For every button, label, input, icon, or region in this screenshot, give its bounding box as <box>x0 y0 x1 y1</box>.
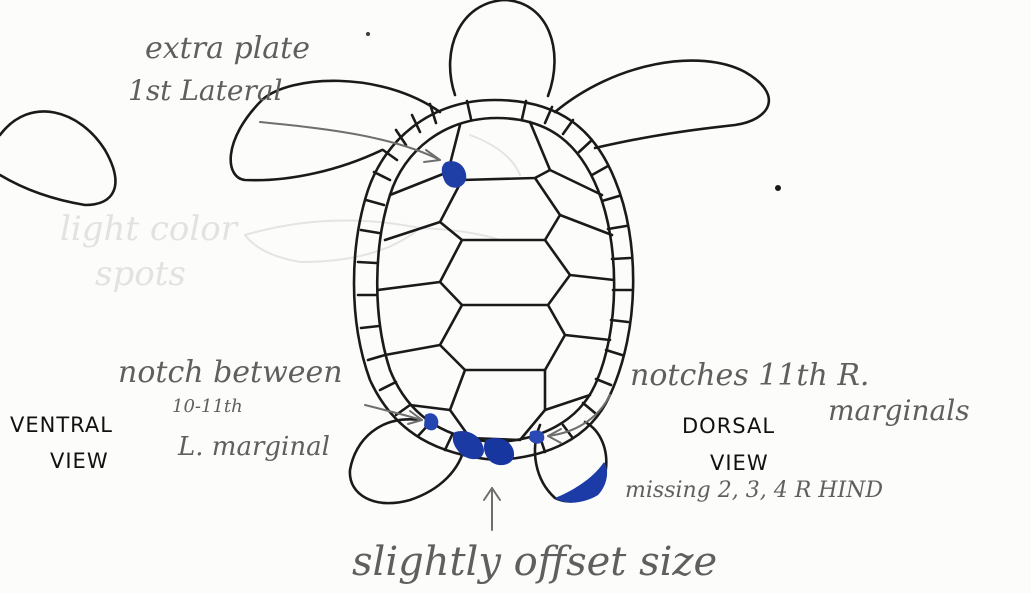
marginals-label: marginals <box>828 394 970 427</box>
dorsal-label: DORSAL <box>682 414 775 438</box>
notches-label: notches 11th R. <box>630 358 869 393</box>
extra-plate-mark <box>442 161 467 188</box>
ink-dot-small <box>366 32 370 36</box>
missing-label: missing 2, 3, 4 R HIND <box>625 478 883 503</box>
missing-hind-scutes-mark <box>555 462 607 503</box>
marginal-ring <box>377 118 614 442</box>
marginal-scutes <box>358 101 631 460</box>
turtle-head <box>450 0 554 96</box>
annotation-arrows <box>260 122 610 530</box>
dorsal-view-label: VIEW <box>710 451 769 475</box>
first-lateral-label: 1st Lateral <box>128 74 282 107</box>
notch-right-marginal-mark <box>529 430 544 443</box>
ventral-label: VENTRAL <box>10 413 113 437</box>
ventral-view-label: VIEW <box>50 449 109 473</box>
left-marginal-label: L. marginal <box>177 432 330 462</box>
notch-right-arrow <box>548 395 610 436</box>
offset-scute-mark-left <box>453 431 484 459</box>
left-partial-flipper <box>0 111 115 205</box>
left-lateral-scutes <box>378 172 450 410</box>
notch-left-marginal-mark <box>424 413 438 430</box>
extra-plate-label: extra plate <box>145 31 310 66</box>
bleed-through-text-1: light color <box>60 209 239 249</box>
notch-between-label: notch between <box>118 355 343 390</box>
bleed-through-text-2: spots <box>95 254 186 294</box>
slightly-offset-label: slightly offset size <box>352 539 717 585</box>
carapace-outline <box>354 100 633 460</box>
notch-range-label: 10-11th <box>172 396 243 417</box>
ink-dot <box>775 185 781 191</box>
